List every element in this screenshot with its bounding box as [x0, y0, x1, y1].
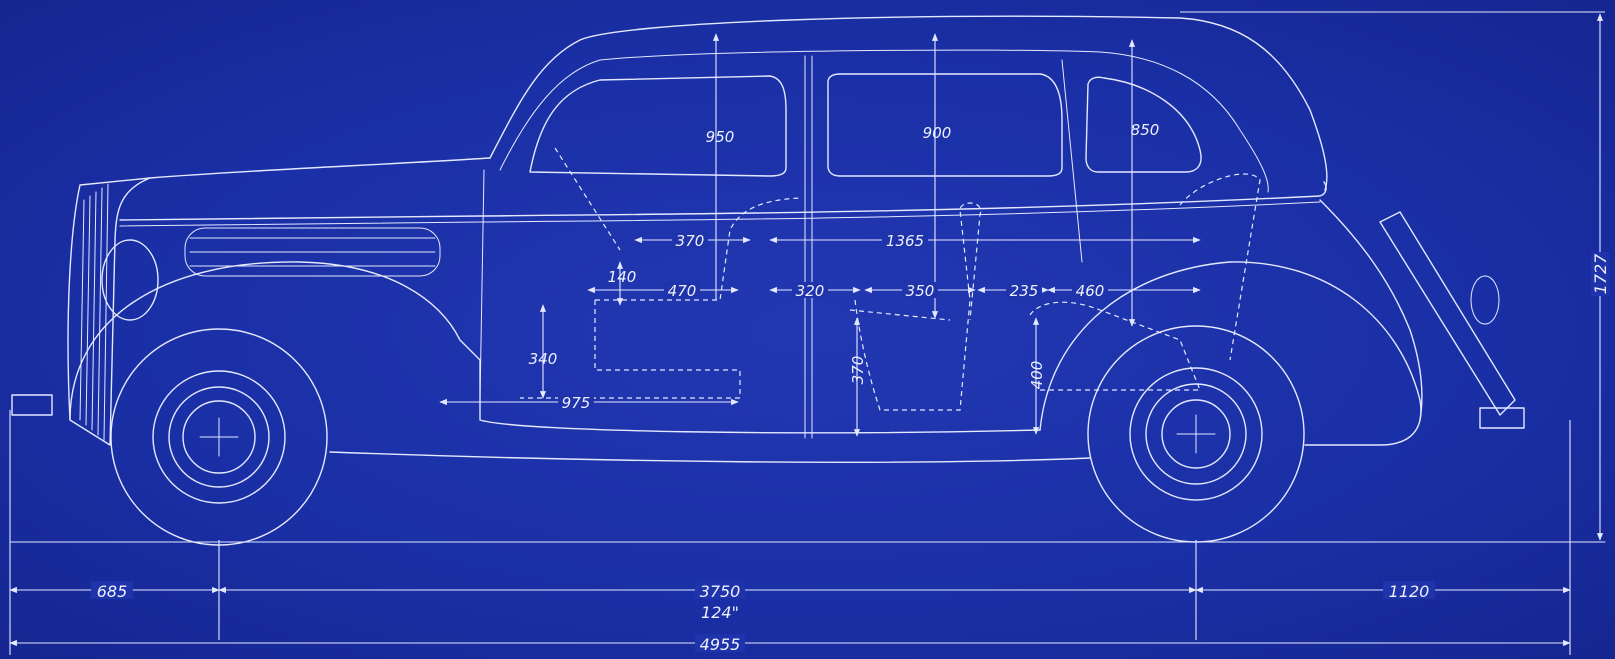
rear-window: [1085, 76, 1202, 173]
seat-cushion-offset-label: 140: [608, 268, 637, 286]
rear-seat-depth-label: 460: [1076, 282, 1105, 300]
front-floor-length-label: 975: [562, 394, 591, 412]
rear-overhang-label: 1120: [1389, 582, 1430, 601]
jump-seat-height-label: 370: [849, 356, 867, 385]
rear-fender: [1039, 261, 1422, 446]
rear-bumper: [1479, 407, 1525, 429]
extension-lines: [9, 11, 1605, 655]
spare-wheel-carrier: [1379, 211, 1516, 416]
front-bumper: [11, 394, 53, 416]
running-board: [329, 451, 1091, 463]
jump-seat-depth-label: 350: [906, 282, 935, 300]
headroom-front-label: 950: [706, 128, 735, 146]
headroom-middle-label: 900: [923, 124, 952, 142]
front-overhang-label: 685: [97, 582, 128, 601]
headlamp: [101, 239, 159, 321]
roof-outline: [489, 15, 1328, 191]
front-seat-outline: [520, 147, 801, 399]
front-fender: [69, 261, 481, 421]
wheelbase-mm-label: 3750: [700, 582, 741, 601]
rear-wheel: [1087, 325, 1305, 543]
tail-lamp: [1470, 275, 1500, 325]
hood-louvres: [184, 227, 441, 277]
grille-bars: [79, 183, 109, 441]
front-wheel: [110, 328, 328, 546]
front-seat-depth-label: 470: [668, 282, 697, 300]
trunk-outline: [1319, 199, 1423, 421]
front-seat-to-partition-label: 370: [676, 232, 705, 250]
door-lines: [479, 55, 1083, 439]
front-window: [529, 75, 787, 177]
belt-line: [119, 181, 1327, 221]
overall-length-label: 4955: [700, 635, 741, 654]
interior-length-label: 1365: [886, 232, 924, 250]
rear-seat-height-label: 400: [1028, 361, 1046, 390]
partition-gap-label: 320: [796, 282, 825, 300]
radiator-grille: [67, 177, 151, 446]
headroom-rear-label: 850: [1131, 121, 1160, 139]
belt-line-lower: [119, 201, 1321, 227]
overall-height-label: 1727: [1591, 253, 1610, 295]
wheelbase-inch-label: 124": [701, 603, 739, 622]
jump-to-rear-gap-label: 235: [1010, 282, 1039, 300]
front-seat-height-label: 340: [529, 350, 558, 368]
middle-window: [827, 73, 1063, 177]
rear-seat-outline: [1029, 173, 1261, 391]
hood-top: [149, 157, 491, 179]
roof-inner-line: [499, 49, 1269, 193]
body-sill: [479, 359, 1041, 434]
